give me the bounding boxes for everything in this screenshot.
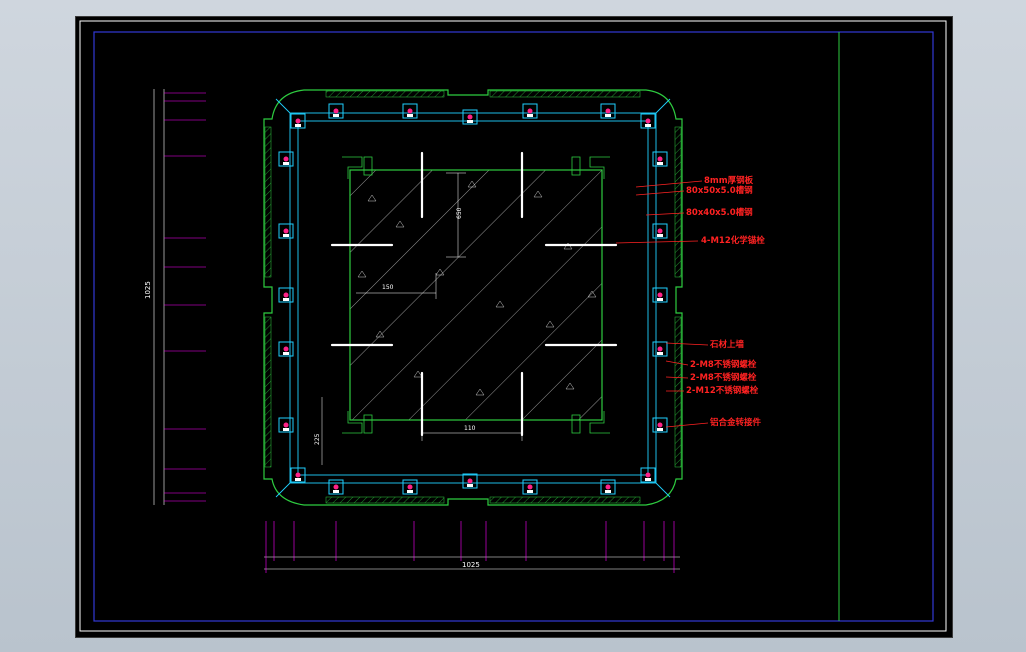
dimension-column: 650 bbox=[456, 207, 463, 219]
internal-dimensions bbox=[321, 172, 523, 465]
stone-bracket-node bbox=[328, 103, 344, 119]
stone-bracket-node bbox=[278, 151, 294, 167]
stone-bracket-node bbox=[652, 287, 668, 303]
callout-channel-80x40: 80x40x5.0槽钢 bbox=[686, 207, 753, 218]
stone-bracket-nodes bbox=[278, 103, 668, 495]
stone-bracket-node bbox=[640, 113, 656, 129]
callout-leader-line bbox=[635, 180, 703, 188]
callout-leader-line bbox=[665, 342, 709, 346]
stone-bracket-node bbox=[652, 223, 668, 239]
outer-frame bbox=[79, 20, 947, 632]
inner-frame bbox=[93, 31, 934, 622]
anchor-plates bbox=[363, 156, 581, 434]
dimension-bolt-spacing: 110 bbox=[464, 425, 476, 432]
stone-bracket-node bbox=[278, 341, 294, 357]
callout-m8-bolt-b: 2-M8不锈钢螺栓 bbox=[690, 372, 757, 383]
stone-bracket-node bbox=[600, 103, 616, 119]
anchor-bolts bbox=[330, 151, 618, 437]
left-total-dimension: 1025 bbox=[144, 281, 152, 299]
callout-channel-80x50: 80x50x5.0槽钢 bbox=[686, 185, 753, 196]
stone-bracket-node bbox=[328, 479, 344, 495]
cladding-outline bbox=[263, 89, 683, 506]
callout-leader-line bbox=[665, 376, 689, 379]
stone-bracket-node bbox=[278, 417, 294, 433]
callout-m12-bolt: 2-M12不锈钢螺栓 bbox=[686, 385, 759, 396]
dimension-offset: 150 bbox=[382, 284, 394, 291]
callout-leader-line bbox=[615, 240, 699, 244]
stone-bracket-node bbox=[290, 467, 306, 483]
cad-sheet: 1025 1025 bbox=[75, 16, 953, 638]
stone-bracket-node bbox=[652, 151, 668, 167]
stone-bracket-node bbox=[402, 103, 418, 119]
concrete-core bbox=[342, 156, 610, 434]
stone-bracket-node bbox=[462, 473, 478, 489]
left-dimension-chain bbox=[153, 89, 206, 505]
callout-leader-line bbox=[635, 190, 685, 196]
callout-stone-wall: 石材上墙 bbox=[709, 339, 745, 350]
bottom-dimension-chain bbox=[264, 521, 680, 573]
stone-bracket-node bbox=[402, 479, 418, 495]
callout-leader-line bbox=[645, 212, 685, 216]
callout-labels: 8mm厚钢板 80x50x5.0槽钢 80x40x5.0槽钢 4-M12化学锚栓… bbox=[686, 175, 765, 428]
stone-bracket-node bbox=[652, 417, 668, 433]
stone-bracket-node bbox=[652, 341, 668, 357]
bottom-total-dimension: 1025 bbox=[462, 561, 480, 569]
stone-bracket-node bbox=[522, 479, 538, 495]
dimension-inner: 225 bbox=[314, 433, 321, 445]
stone-bracket-node bbox=[600, 479, 616, 495]
column-section-drawing: 1025 1025 bbox=[79, 20, 947, 632]
callout-leader-line bbox=[665, 422, 709, 428]
callout-steel-plate: 8mm厚钢板 bbox=[704, 175, 754, 186]
callout-chemical-anchor: 4-M12化学锚栓 bbox=[701, 235, 765, 246]
callout-leaders bbox=[615, 180, 709, 428]
stone-bracket-node bbox=[290, 113, 306, 129]
stone-bracket-node bbox=[522, 103, 538, 119]
stone-bracket-node bbox=[462, 109, 478, 125]
stone-bracket-node bbox=[278, 287, 294, 303]
callout-m8-bolt-a: 2-M8不锈钢螺栓 bbox=[690, 359, 757, 370]
stone-bracket-node bbox=[640, 467, 656, 483]
stone-bracket-node bbox=[278, 223, 294, 239]
callout-leader-line bbox=[665, 360, 689, 366]
callout-aluminum-connector: 铝合金转接件 bbox=[710, 417, 762, 428]
